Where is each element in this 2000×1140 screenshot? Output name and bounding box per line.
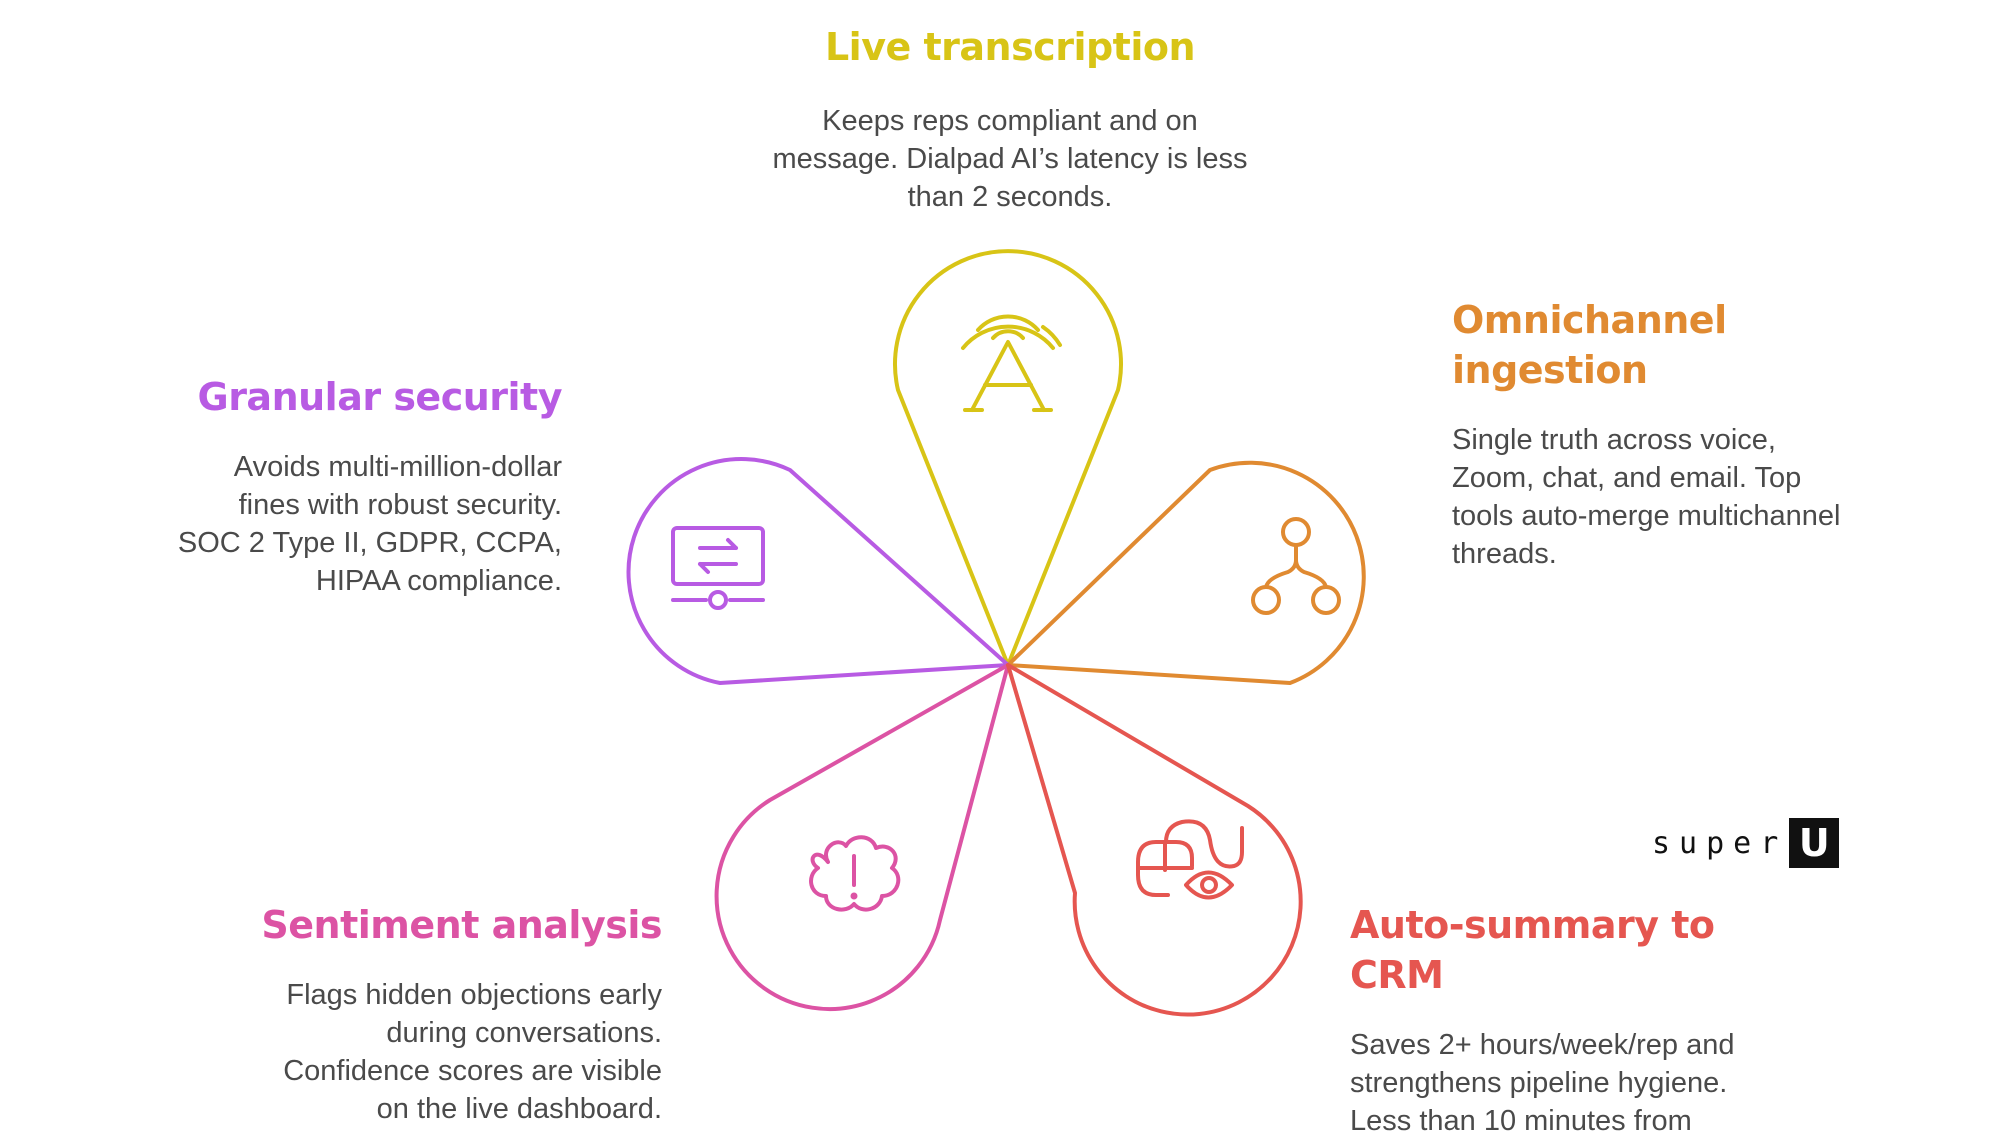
petal-live-transcription [893,249,1123,667]
auto-summary-title: Auto-summary to CRM [1350,903,1715,997]
live-transcription-description: Keeps reps compliant and on message. Dia… [772,105,1248,213]
mouse-eye-icon [1136,819,1244,900]
logo-mark: U [1789,818,1840,868]
superu-logo: super U [1652,818,1840,868]
alert-cloud-icon [809,835,901,912]
granular-security-description: Avoids multi-million-dollar fines with r… [177,451,562,597]
auto-summary-description: Saves 2+ hours/week/rep and strengthens … [1350,1029,1735,1137]
monitor-transfer-icon [671,526,765,610]
petal-omnichannel [1006,460,1366,685]
merge-nodes-icon [1251,517,1341,615]
sentiment-analysis-description: Flags hidden objections early during con… [283,979,662,1125]
live-transcription-block: Live transcription Keeps reps compliant … [760,22,1260,216]
auto-summary-block: Auto-summary to CRM Saves 2+ hours/week/… [1350,900,1780,1140]
omnichannel-description: Single truth across voice, Zoom, chat, a… [1452,424,1841,570]
sentiment-analysis-block: Sentiment analysis Flags hidden objectio… [250,900,662,1128]
logo-wordmark: super [1652,825,1788,861]
granular-security-title: Granular security [197,375,563,419]
omnichannel-title: Omnichannel ingestion [1452,298,1727,392]
granular-security-block: Granular security Avoids multi-million-d… [170,372,563,600]
sentiment-analysis-title: Sentiment analysis [261,903,662,947]
omnichannel-block: Omnichannel ingestion Single truth acros… [1452,295,1852,573]
petal-sentiment-analysis [714,663,1010,1011]
petal-auto-summary [1006,663,1303,1017]
accessibility-a-icon [961,314,1062,412]
petal-granular-security [626,457,1010,685]
live-transcription-title: Live transcription [824,25,1196,69]
